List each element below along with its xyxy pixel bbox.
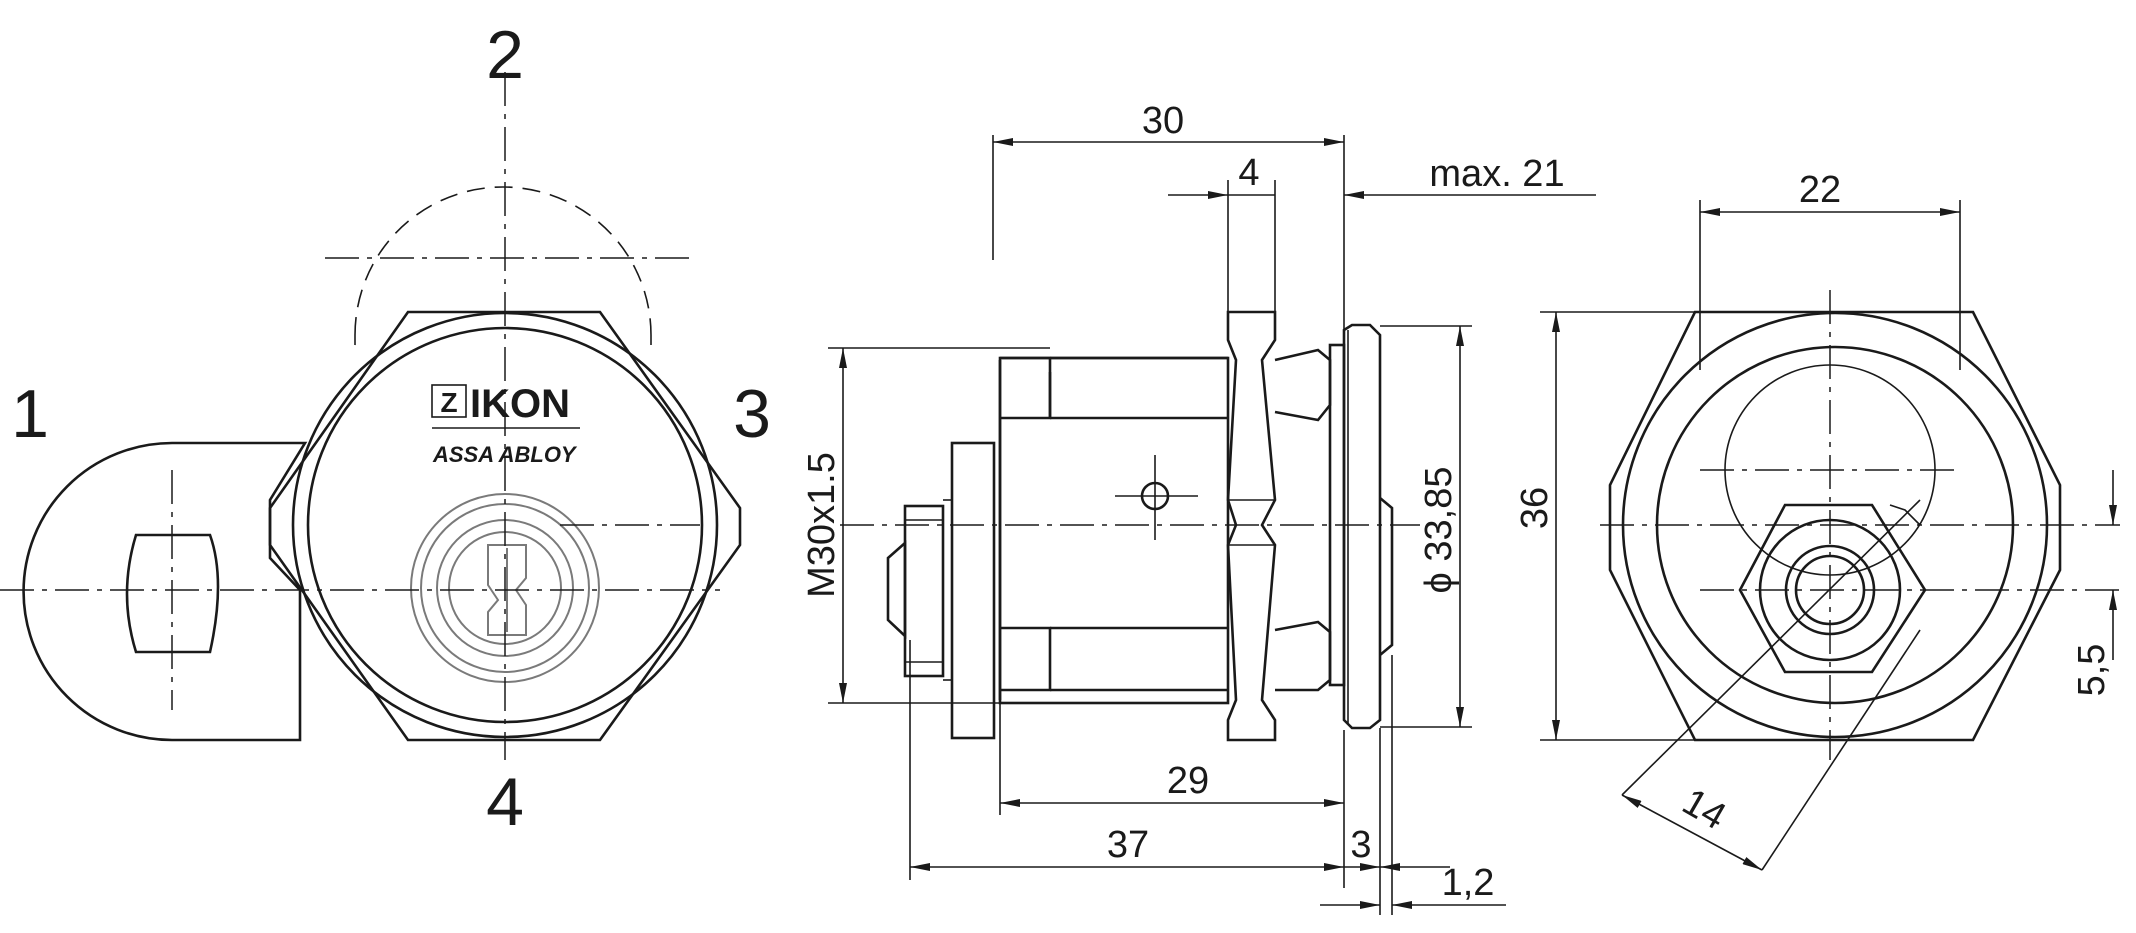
rear-hex	[1608, 310, 2062, 742]
ikon-logo: Z IKON ASSA ABLOY	[431, 382, 580, 467]
front-view: Z IKON ASSA ABLOY 1 2 3 4	[0, 17, 771, 840]
dim-36: 36	[1514, 487, 1556, 529]
plug-end	[903, 504, 945, 678]
dim-30: 30	[1142, 100, 1184, 142]
dim-thread: M30x1.5	[801, 452, 843, 598]
rear-view: 22 36 14 5,5	[1514, 169, 2120, 871]
dim-max-21: max. 21	[1429, 153, 1564, 195]
mounting-nut	[1226, 310, 1277, 742]
cam-slot	[125, 533, 220, 654]
dim-14: 14	[1675, 781, 1733, 839]
position-4-label: 4	[486, 764, 524, 840]
cam-edge	[1379, 497, 1394, 656]
position-1-label: 1	[11, 376, 49, 452]
front-flange	[950, 441, 996, 740]
dim-37: 37	[1107, 824, 1149, 866]
hex-body	[268, 310, 742, 742]
dim-diameter: ϕ 33,85	[1418, 467, 1460, 594]
dim-22: 22	[1799, 169, 1841, 211]
dim-4: 4	[1238, 152, 1259, 194]
cam-swing-arc	[354, 186, 652, 336]
dim-3: 3	[1350, 824, 1371, 866]
collar	[1328, 343, 1346, 687]
keyway	[487, 544, 527, 636]
side-view: 30 4 max. 21 M30x1.5 ϕ 33,85 29 37	[801, 100, 1596, 915]
rear-plug-hex	[1738, 503, 1927, 674]
key-stub	[886, 540, 907, 640]
lock-body	[998, 356, 1230, 705]
dim-29: 29	[1167, 760, 1209, 802]
rear-washer	[1342, 323, 1382, 730]
logo-mark: Z	[440, 387, 457, 418]
dim-1-2: 1,2	[1442, 862, 1495, 904]
position-2-label: 2	[486, 17, 524, 93]
logo-mark-box	[431, 384, 467, 418]
dim-5-5: 5,5	[2071, 644, 2113, 697]
logo-brand: IKON	[470, 382, 570, 426]
cam-outline	[22, 441, 308, 742]
position-3-label: 3	[733, 376, 771, 452]
